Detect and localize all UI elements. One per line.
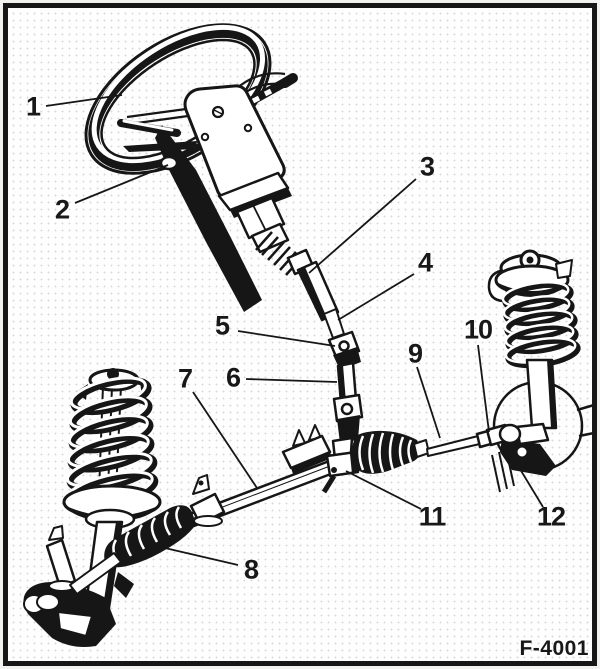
leader-lines [45,94,544,566]
tie-rod-stud [507,442,513,457]
steering-column-shroud [183,84,286,201]
leader-3 [308,178,417,274]
leader-2 [74,164,169,204]
turn-signal-stalk-left [117,119,181,137]
intermediate-shaft-shadow [338,365,346,403]
turn-signal-stalk-left-highlight [122,119,174,132]
column-shadow [155,125,262,312]
left-knuckle-face [57,611,93,637]
callout-3: 3 [419,151,435,182]
universal-joint-lower [332,393,364,443]
right-tie-rod [426,434,485,457]
steering-column [117,73,364,494]
figure-code: F-4001 [519,637,589,660]
right-boot-ridges [358,432,413,474]
right-mount-nut-center [526,256,534,264]
callout-1: 1 [25,91,41,122]
callout-5: 5 [214,310,230,341]
right-strut [487,249,595,476]
left-knuckle-boss [36,593,60,611]
callout-11: 11 [418,501,447,532]
callout-2: 2 [54,194,70,225]
right-knuckle-boss [515,445,529,459]
rack-mount-clamp-left [189,474,226,527]
leader-8 [151,544,239,566]
right-strut-tube-shadow [547,360,556,428]
stalk-right-end-cap [280,73,298,88]
callout-12: 12 [536,501,566,532]
left-brake-fitting [114,572,134,598]
callout-10: 10 [463,314,493,345]
left-boot-ridges [112,506,183,563]
rack-clamp-outer-left [45,525,77,592]
right-knuckle [500,438,556,476]
leader-9 [416,366,441,439]
leader-5 [237,330,336,347]
leader-1 [45,94,123,107]
leader-10 [477,344,490,433]
leader-4 [337,273,415,321]
hatch-lines [491,448,515,493]
callout-7: 7 [177,363,193,394]
leader-7 [192,391,258,489]
left-strut [23,368,162,647]
column-screw-left [200,132,210,142]
right-mount-tab [555,259,573,279]
right-boot [351,430,430,474]
pinion-clamp-bolt [321,474,337,494]
leader-11 [345,470,422,510]
pinion-coupling [321,436,360,494]
rack-and-pinion [45,422,550,595]
callout-6: 6 [225,362,241,393]
left-strut-top-nut [107,368,119,380]
callout-8: 8 [243,554,259,585]
left-boot [104,505,196,568]
column-screw-right [243,123,253,133]
column-nut-facet [252,204,267,232]
left-tie-rod [69,552,122,595]
wiper-stalk-blade [123,141,197,152]
column-screw-slot [213,109,223,115]
right-fender-line-a [576,403,595,412]
flexible-coupling-threads [255,231,303,276]
right-fender-line-b [578,431,595,438]
turn-signal-stalk-right-bands [251,88,273,104]
rack-mount-bracket [281,424,332,474]
leader-12 [502,440,544,508]
leader-6 [245,378,338,383]
callout-9: 9 [407,338,423,369]
steering-shaft-lower [323,308,345,339]
tie-rod-ball-housing [498,423,522,445]
left-coil-spring [65,376,159,512]
callout-4: 4 [417,247,433,278]
steering-shaft-shadow [298,267,327,320]
